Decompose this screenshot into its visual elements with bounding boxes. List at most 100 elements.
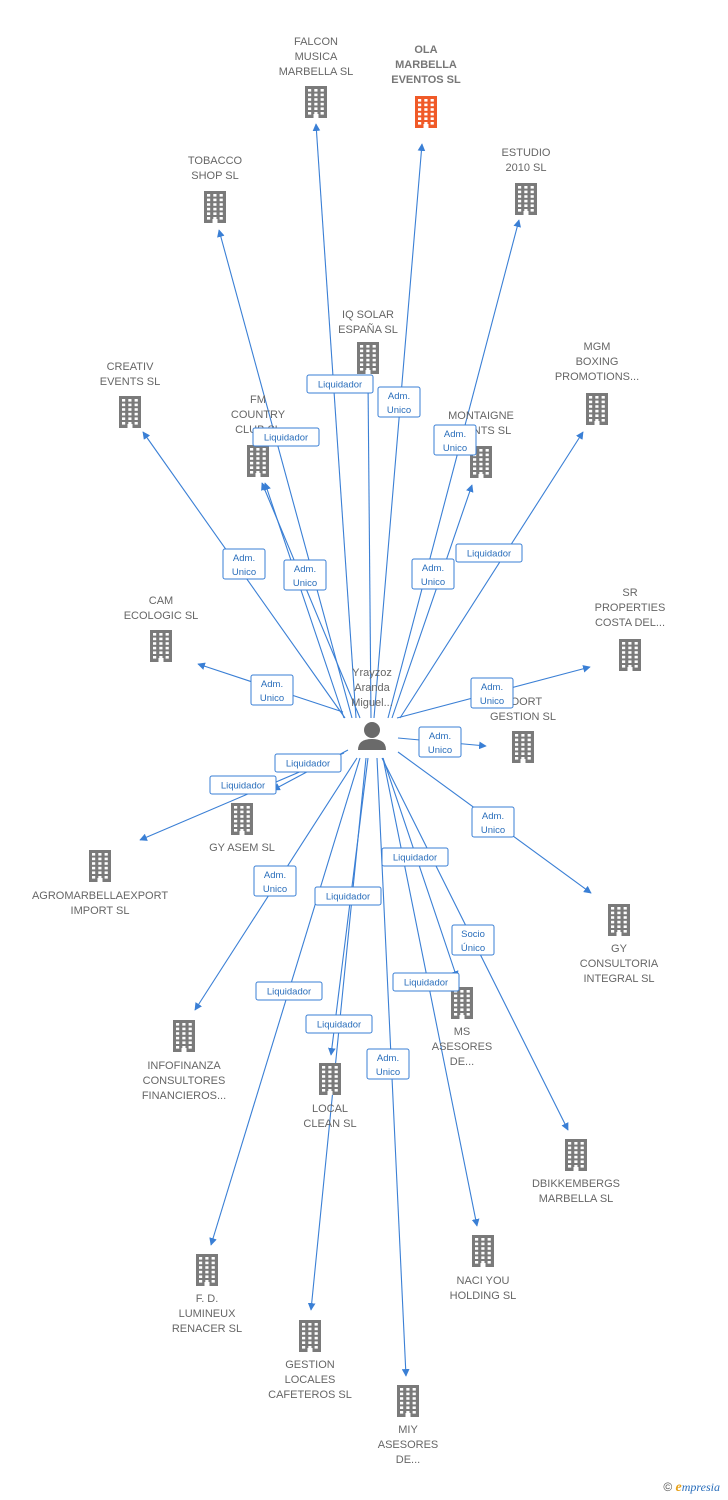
edge-mgm: [399, 431, 584, 719]
building-icon[interactable]: [231, 803, 253, 835]
role-label: Adm.Unico: [480, 682, 504, 707]
edge-ola: [373, 143, 426, 719]
building-icon[interactable]: [305, 86, 327, 118]
building-icon[interactable]: [397, 1385, 419, 1417]
role-badge: Liquidador: [314, 886, 382, 906]
empresia-logo[interactable]: empresia: [675, 1480, 720, 1495]
role-badge: Adm.Unico: [250, 674, 294, 706]
role-label: Liquidador: [286, 759, 330, 770]
building-icon[interactable]: [119, 396, 141, 428]
building-icon[interactable]: [150, 630, 172, 662]
role-badge: Liquidador: [274, 753, 342, 773]
role-label: Adm.Unico: [428, 731, 452, 756]
edge-naci: [382, 757, 480, 1227]
building-icon[interactable]: [619, 639, 641, 671]
company-node-gyasem[interactable]: GY ASEM SL: [209, 803, 275, 854]
building-icon[interactable]: [357, 342, 379, 374]
building-icon[interactable]: [586, 393, 608, 425]
copyright-symbol: ©: [663, 1480, 673, 1494]
role-badge: Adm.Unico: [377, 386, 421, 418]
role-badge: Adm.Unico: [418, 726, 462, 758]
role-label: Adm.Unico: [481, 811, 505, 836]
role-label: Liquidador: [221, 781, 265, 792]
building-icon[interactable]: [196, 1254, 218, 1286]
badges-layer: LiquidadorAdm.UnicoAdm.UnicoAdm.UnicoLiq…: [209, 374, 523, 1080]
role-badge: Liquidador: [305, 1014, 373, 1034]
role-badge: Adm.Unico: [470, 677, 514, 709]
building-icon[interactable]: [451, 987, 473, 1019]
role-label: Liquidador: [326, 892, 370, 903]
building-icon[interactable]: [173, 1020, 195, 1052]
role-badge: Adm.Unico: [433, 424, 477, 456]
building-icon[interactable]: [247, 445, 269, 477]
building-icon[interactable]: [204, 191, 226, 223]
building-icon[interactable]: [472, 1235, 494, 1267]
role-label: Liquidador: [264, 433, 308, 444]
edge-iqsolar: [364, 379, 372, 719]
building-icon[interactable]: [319, 1063, 341, 1095]
building-icon[interactable]: [608, 904, 630, 936]
role-label: Liquidador: [318, 380, 362, 391]
building-icon[interactable]: [515, 183, 537, 215]
company-name[interactable]: GY ASEM SL: [209, 842, 275, 854]
role-badge: Liquidador: [381, 847, 449, 867]
role-label: Adm.Unico: [376, 1053, 400, 1078]
role-badge: Adm.Unico: [471, 806, 515, 838]
role-badge: Adm.Unico: [283, 559, 327, 591]
building-icon[interactable]: [415, 96, 437, 128]
role-label: Adm.Unico: [260, 679, 284, 704]
role-badge: Adm.Unico: [366, 1048, 410, 1080]
building-icon[interactable]: [565, 1139, 587, 1171]
edge-falcon: [312, 123, 357, 719]
building-icon[interactable]: [89, 850, 111, 882]
building-icon[interactable]: [512, 731, 534, 763]
role-label: Adm.Unico: [293, 564, 317, 589]
role-badge: Liquidador: [209, 775, 277, 795]
person-icon[interactable]: [358, 722, 386, 750]
building-icon[interactable]: [299, 1320, 321, 1352]
